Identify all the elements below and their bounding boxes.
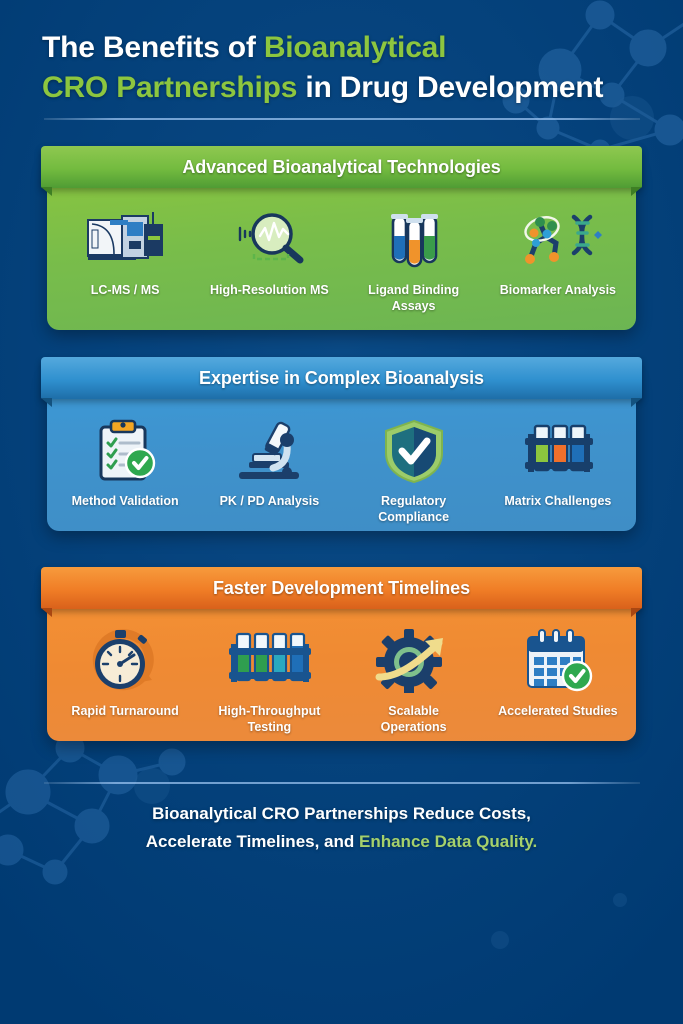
title-line2-plain: in Drug Development xyxy=(297,70,604,104)
section-3-items: Rapid Turnaround xyxy=(47,622,636,736)
item-label: Matrix Challenges xyxy=(504,494,612,508)
footer-line2-highlight: Enhance Data Quality. xyxy=(359,831,538,851)
item-label: Rapid Turnaround xyxy=(71,704,179,718)
item-rapid-turnaround[interactable]: Rapid Turnaround xyxy=(53,622,197,736)
molecule-dna-icon xyxy=(510,201,606,279)
item-label: High-Throughput Testing xyxy=(218,704,321,735)
lcms-instrument-icon xyxy=(84,201,166,279)
four-test-tubes-icon xyxy=(223,622,315,700)
item-regulatory-compliance[interactable]: Regulatory Compliance xyxy=(342,412,486,526)
footer-statement: Bioanalytical CRO Partnerships Reduce Co… xyxy=(0,800,683,855)
page-title: The Benefits of Bioanalytical CRO Partne… xyxy=(42,28,642,107)
section-1-items: LC-MS / MS Hig xyxy=(47,201,636,315)
gear-growth-arrow-icon xyxy=(373,622,455,700)
item-high-throughput-testing[interactable]: High-Throughput Testing xyxy=(197,622,341,736)
title-line1-plain: The Benefits of xyxy=(42,31,264,64)
test-tubes-icon xyxy=(373,201,455,279)
calendar-check-icon xyxy=(518,622,598,700)
item-lc-ms-ms[interactable]: LC-MS / MS xyxy=(53,201,197,315)
item-ligand-binding-assays[interactable]: Ligand Binding Assays xyxy=(342,201,486,315)
item-label: Accelerated Studies xyxy=(498,704,618,718)
footer-line2-plain: Accelerate Timelines, and xyxy=(145,831,359,851)
item-label: Biomarker Analysis xyxy=(499,283,616,297)
section-2-items: Method Validation xyxy=(47,412,636,526)
banner-label: Faster Development Timelines xyxy=(213,577,470,598)
item-method-validation[interactable]: Method Validation xyxy=(53,412,197,526)
footer-line-1: Bioanalytical CRO Partnerships Reduce Co… xyxy=(152,804,531,823)
item-label: LC-MS / MS xyxy=(90,283,160,297)
item-label: Regulatory Compliance xyxy=(378,494,450,525)
item-label: Scalable Operations xyxy=(380,704,447,735)
item-scalable-operations[interactable]: Scalable Operations xyxy=(342,622,486,736)
title-line2-highlight: CRO Partnerships xyxy=(42,70,298,104)
banner-faster-development-timelines: Faster Development Timelines xyxy=(41,567,642,609)
title-line-1: The Benefits of Bioanalytical xyxy=(42,28,642,68)
title-divider xyxy=(44,118,640,120)
microscope-icon xyxy=(229,412,309,490)
banner-label: Expertise in Complex Bioanalysis xyxy=(199,367,484,388)
magnifier-spectrum-icon xyxy=(228,201,310,279)
title-line-2: CRO Partnerships in Drug Development xyxy=(42,68,642,108)
item-matrix-challenges[interactable]: Matrix Challenges xyxy=(486,412,630,526)
item-pk-pd-analysis[interactable]: PK / PD Analysis xyxy=(197,412,341,526)
stopwatch-icon xyxy=(86,622,164,700)
item-label: PK / PD Analysis xyxy=(219,494,320,508)
banner-label: Advanced Bioanalytical Technologies xyxy=(182,156,501,177)
item-high-resolution-ms[interactable]: High-Resolution MS xyxy=(197,201,341,315)
item-label: Method Validation xyxy=(71,494,179,508)
item-label: High-Resolution MS xyxy=(210,283,329,297)
title-line1-highlight: Bioanalytical xyxy=(263,31,447,64)
test-tube-rack-icon xyxy=(515,412,601,490)
footer-divider xyxy=(44,782,640,784)
footer-line-2: Accelerate Timelines, and Enhance Data Q… xyxy=(0,828,683,856)
clipboard-check-icon xyxy=(87,412,163,490)
banner-advanced-bioanalytical-technologies: Advanced Bioanalytical Technologies xyxy=(41,146,642,188)
item-label: Ligand Binding Assays xyxy=(368,283,460,314)
item-biomarker-analysis[interactable]: Biomarker Analysis xyxy=(486,201,630,315)
shield-check-icon xyxy=(379,412,449,490)
item-accelerated-studies[interactable]: Accelerated Studies xyxy=(486,622,630,736)
banner-expertise-in-complex-bioanalysis: Expertise in Complex Bioanalysis xyxy=(41,357,642,399)
